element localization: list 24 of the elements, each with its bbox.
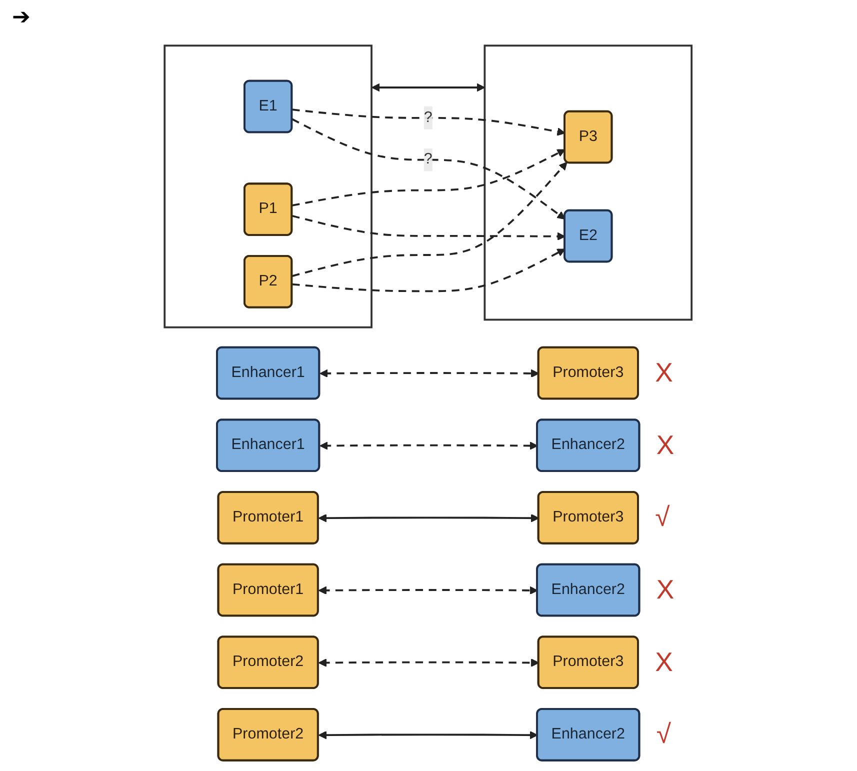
- arrow: [292, 118, 566, 220]
- edge-label: ?: [424, 151, 433, 168]
- edge-label: ?: [424, 109, 433, 126]
- verdict-mark: X: [656, 430, 675, 460]
- arrow: [320, 369, 540, 378]
- verdict-mark: X: [655, 358, 674, 388]
- arrow: [318, 658, 540, 667]
- arrow: [292, 248, 566, 292]
- verdict-mark: √: [655, 502, 670, 532]
- cluster: [164, 44, 373, 328]
- arrow: [318, 514, 540, 522]
- note-text: ➔: [12, 4, 30, 29]
- verdict-mark: X: [655, 646, 674, 677]
- verdict-mark: √: [656, 719, 672, 750]
- arrow: [292, 149, 566, 206]
- arrow: [318, 730, 538, 740]
- cluster: [484, 44, 693, 321]
- arrow: [320, 442, 538, 450]
- arrow: [292, 214, 566, 241]
- arrow: [292, 162, 568, 277]
- arrow: [318, 586, 538, 595]
- verdict-mark: X: [656, 574, 675, 605]
- arrow: [372, 83, 486, 92]
- arrow: [292, 108, 566, 136]
